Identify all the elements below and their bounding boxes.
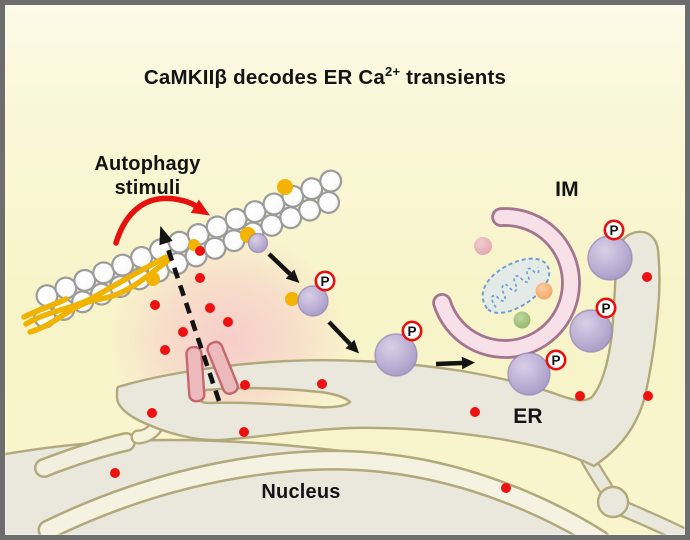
phospho-badge-letter: P [609,223,618,238]
camkii-complex [247,232,269,254]
autophagy-stimuli-label: Autophagy stimuli [94,153,201,199]
tubulin-subunit [319,169,343,193]
phospho-badge [401,320,423,342]
camkii-subunit-dot [277,179,293,195]
calcium-ion [223,317,233,327]
calcium-ions [110,246,653,493]
cascade-arrow-head [461,356,475,370]
title-text-end: transients [400,65,507,89]
mitochondrion [481,257,551,314]
calcium-ion [205,303,215,313]
calcium-release-dashed-arrow [159,225,222,402]
calcium-ion [160,345,170,355]
title-text: CaMKIIβ decodes ER Ca [143,65,386,89]
calcium-channel [185,340,239,403]
cargo-orange [535,282,553,300]
figure-title: CaMKIIβ decodes ER Ca2+ transients [25,64,625,89]
phagophore-cargo [474,237,553,329]
phospho-badge-letter: P [407,324,416,339]
phospho-badge [314,270,336,292]
filament-strand [23,254,169,327]
calcium-ion [642,272,652,282]
er-membrane [115,230,661,468]
mitochondrion-cristae [491,266,540,309]
title-superscript: 2+ [385,64,401,79]
cascade-arrow-shaft [435,360,463,367]
tubulin-subunit [317,190,341,214]
nuclear-envelope-lumen [40,452,608,540]
calcium-ion [470,407,480,417]
er-bulge [596,485,630,519]
camkii-complex [297,285,329,317]
phospho-badge [595,297,617,319]
calcium-ion [240,380,250,390]
cascade-arrow-shaft [267,252,292,276]
calcium-ion [643,391,653,401]
cascade-arrow-head [285,269,300,283]
calcium-ion [317,379,327,389]
camkii-subunit-dot [285,292,299,306]
calcium-ion [110,468,120,478]
calcium-ion [501,483,511,493]
camkii-complex [569,309,613,353]
isolation-membrane [432,207,581,359]
er-exit-tube-lumen [615,501,690,540]
calcium-ion [150,300,160,310]
calcium-ion [195,246,205,256]
calcium-ion [147,408,157,418]
isolation-membrane-label: IM [555,178,579,201]
camkii-subunit-dot [146,272,160,286]
nucleus-label: Nucleus [261,481,341,503]
phospho-badge-letter: P [601,301,610,316]
phospho-badge-letter: P [551,353,560,368]
phospho-badge [545,349,567,371]
calcium-ion [239,427,249,437]
calcium-ion [195,273,205,283]
camkii-complex [507,352,551,396]
er-cisterna-capsule-lumen [36,434,134,476]
cascade-arrow-shaft [327,320,352,346]
camkii-complex [587,235,633,281]
cascade-arrow-head [345,339,359,354]
cascade-arrows [267,252,475,370]
phospho-badge-letter: P [320,274,329,289]
cargo-green [513,311,531,329]
er-label: ER [513,405,543,428]
cargo-pink [474,237,492,255]
autophagy-arrow [113,195,210,246]
filament-strand [21,296,69,320]
phospho-badge [603,219,625,241]
calcium-ion [575,391,585,401]
calcium-ion [178,327,188,337]
camkii-complexes: P P P P P [247,219,633,396]
cell-structures [0,230,690,540]
camkii-complex [374,333,418,377]
